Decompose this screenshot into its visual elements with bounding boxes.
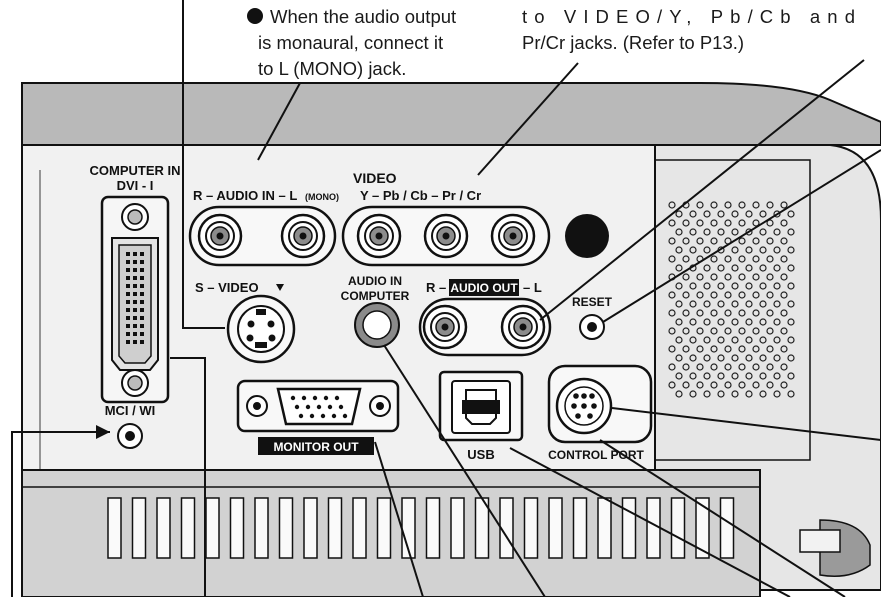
video-note-line-2: Pr/Cr jacks. (Refer to P13.) [522,32,744,53]
leader-lines [11,0,881,597]
arrow-right-icon [96,425,110,439]
mci-wi-label: MCI / WI [105,403,156,418]
monitor-out-port: MONITOR OUT [236,379,400,455]
audio-out-jacks: R – AUDIO OUT – L [418,279,552,357]
computer-in-label: COMPUTER IN [90,163,181,178]
audio-out-label: AUDIO OUT [450,281,518,295]
audio-in-computer-jack: AUDIO IN COMPUTER [341,274,410,348]
rca-jack [356,213,402,259]
reset-button: RESET [572,295,613,340]
usb-port: USB [438,370,524,462]
rca-jack [423,213,469,259]
video-ypbpr-jacks: VIDEO Y – Pb / Cb – Pr / Cr [341,170,551,267]
rca-jack [422,304,468,350]
black-sensor [565,214,609,258]
control-port: CONTROL PORT [547,364,653,462]
ventilation-slots [107,497,735,559]
usb-label: USB [467,447,494,462]
video-ypbpr-label: Y – Pb / Cb – Pr / Cr [360,188,481,203]
rca-jack [197,213,243,259]
rca-jack [500,304,546,350]
rca-jack [280,213,326,259]
mono-note: When the audio output is monaural, conne… [247,6,456,79]
audio-in-lr-label: R – AUDIO IN – L [193,188,297,203]
computer-label: COMPUTER [341,289,410,303]
mono-note-line-2: is monaural, connect it [258,32,443,53]
s-video-label: S – VIDEO [195,280,259,295]
mci-wi-jack: MCI / WI [105,403,156,449]
computer-in-dvi-i: COMPUTER IN DVI - I [90,163,181,404]
monitor-out-label: MONITOR OUT [273,440,359,454]
mono-note-line-3: to L (MONO) jack. [258,58,406,79]
control-port-label: CONTROL PORT [548,448,644,462]
video-label: VIDEO [353,170,397,186]
triangle-down-icon [276,284,284,291]
speaker-grille [668,201,795,398]
mono-note-line-1: When the audio output [270,6,456,27]
video-note-line-1: to VIDEO/Y, Pb/Cb and [522,6,855,27]
audio-out-l-label: – L [523,280,542,295]
reset-label: RESET [572,295,613,309]
audio-out-r-label: R – [426,280,446,295]
rca-jack [490,213,536,259]
dvi-i-label: DVI - I [117,178,154,193]
video-note: to VIDEO/Y, Pb/Cb and Pr/Cr jacks. (Refe… [522,6,855,53]
s-video-jack: S – VIDEO [195,280,296,364]
audio-in-jacks: R – AUDIO IN – L (MONO) [188,188,339,267]
mono-label: (MONO) [305,192,339,202]
audio-in-label: AUDIO IN [348,274,402,288]
bullet-icon [247,8,263,24]
